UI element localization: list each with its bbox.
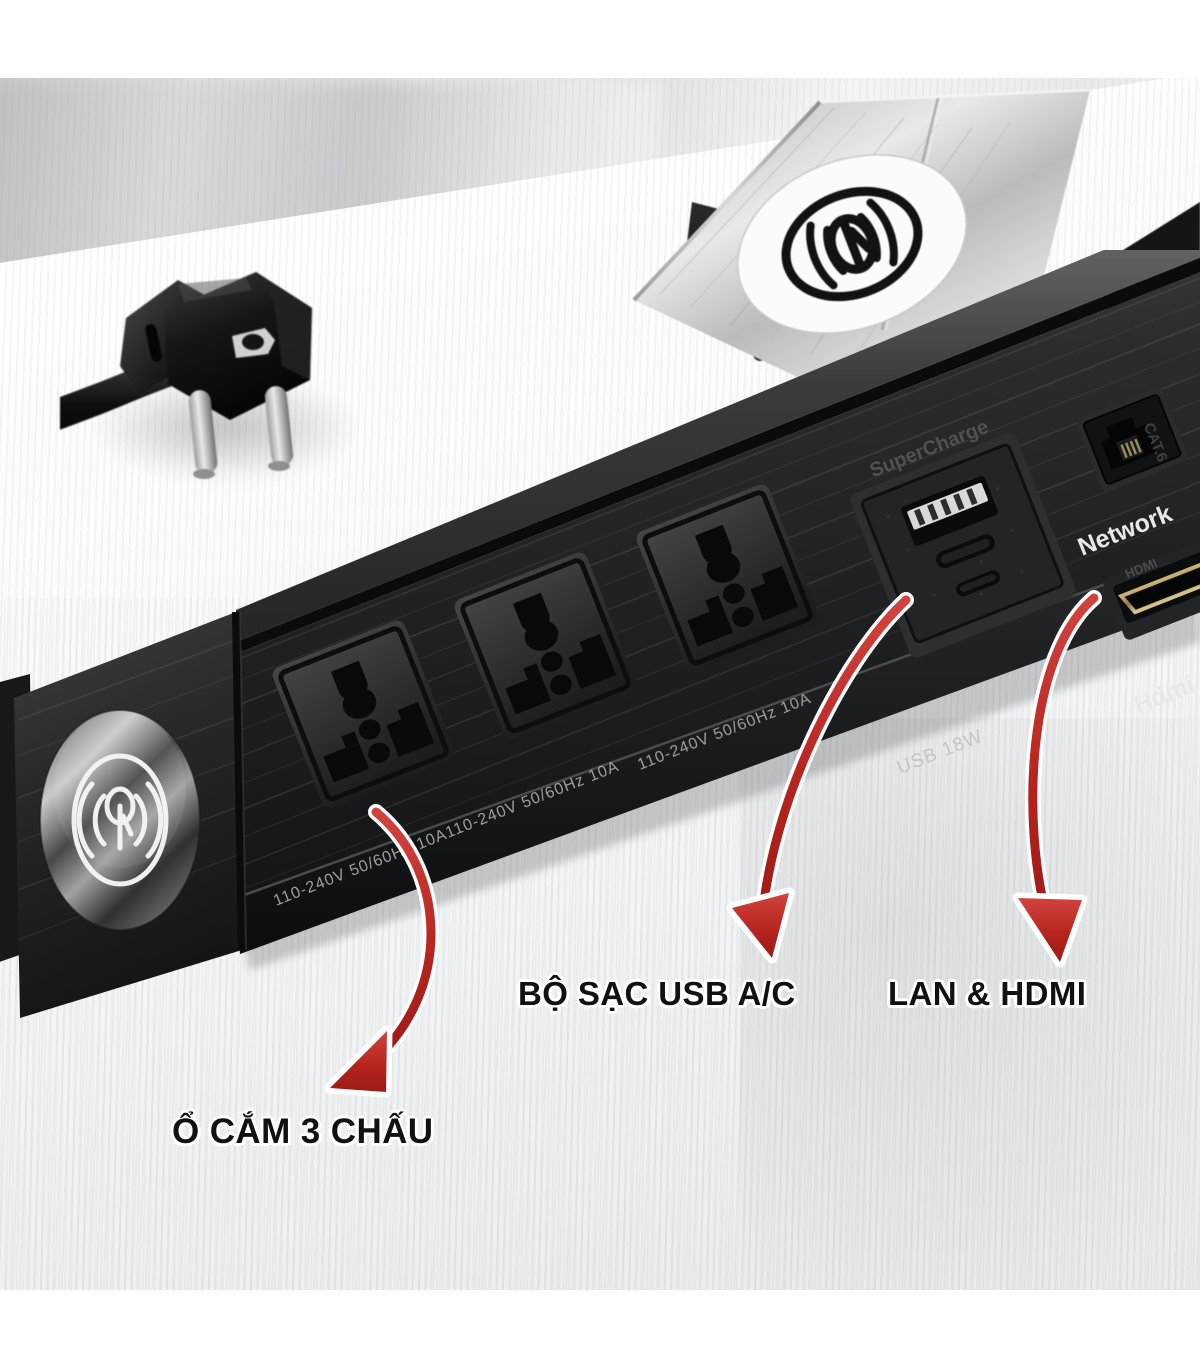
wireless-charging-module-left (0, 611, 247, 1018)
wireless-charging-icon (71, 753, 169, 887)
wireless-charging-icon (781, 186, 923, 302)
power-strip-body: 110-240V 50/60Hz 10A 110-240V 50/60Hz 10… (0, 210, 1200, 1050)
plug-illustration (60, 272, 312, 479)
universal-power-socket (272, 620, 455, 807)
hdmi-label: Hdmi (1130, 671, 1198, 720)
callout-label-usb: BỘ SẠC USB A/C (518, 975, 796, 1012)
universal-power-socket (454, 552, 637, 739)
callout-label-socket: Ổ CẮM 3 CHẤU (172, 1112, 434, 1151)
network-rj45-jack: CAT.6 (1076, 388, 1188, 491)
schuko-power-plug (60, 262, 360, 492)
callout-label-lan: LAN & HDMI (888, 975, 1087, 1012)
